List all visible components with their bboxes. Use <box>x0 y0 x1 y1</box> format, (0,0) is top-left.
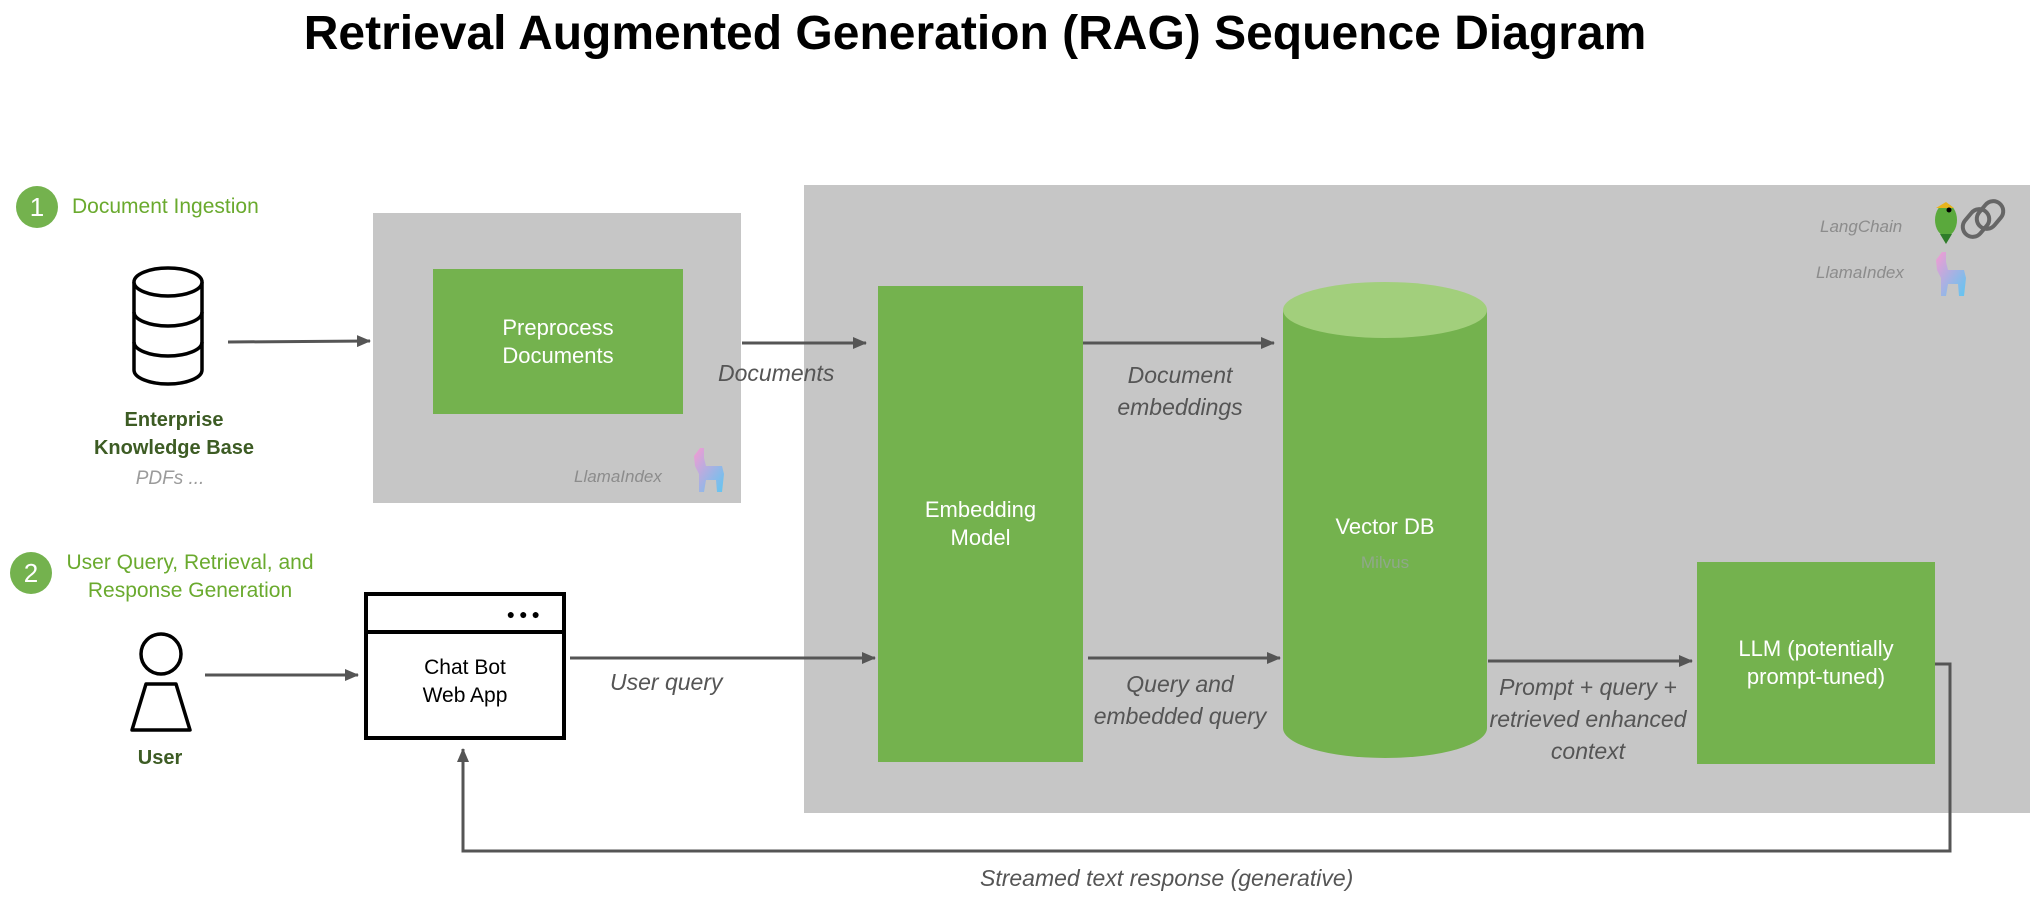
llm-box: LLM (potentially prompt-tuned) <box>1697 562 1935 764</box>
edge-label-documents: Documents <box>718 360 835 386</box>
database-icon <box>130 264 206 390</box>
step-1-label: Document Ingestion <box>72 195 259 218</box>
vector-db-sublabel: Milvus <box>1360 553 1410 572</box>
step-1-badge: 1 <box>16 186 58 228</box>
langchain-logo-icon <box>1924 196 2010 246</box>
step-2-label: User Query, Retrieval, and Response Gene… <box>66 551 314 602</box>
window-titlebar: ●●● <box>368 596 562 634</box>
step-2-badge: 2 <box>10 552 52 594</box>
langchain-label: LangChain <box>1820 217 1903 236</box>
user-label: User <box>137 747 183 769</box>
edge-label-prompt-context: Prompt + query + retrieved enhanced cont… <box>1489 674 1687 764</box>
knowledge-base-sublabel: PDFs ... <box>135 468 205 489</box>
arrow-kb-to-preprocess <box>227 335 371 348</box>
embedding-model-box: Embedding Model <box>878 286 1083 762</box>
arrow-llm-to-chat-response <box>457 662 1952 853</box>
vector-db-cylinder <box>1283 282 1487 758</box>
llamaindex-label-preprocess: LlamaIndex <box>574 467 662 486</box>
llamaindex-label-top: LlamaIndex <box>1816 263 1904 282</box>
edge-label-query-embedded: Query and embedded query <box>1093 671 1267 729</box>
chat-bot-web-app-window: ●●● Chat Bot Web App <box>364 592 566 740</box>
user-icon <box>128 632 194 734</box>
edge-label-streamed-response: Streamed text response (generative) <box>980 865 1354 891</box>
llamaindex-logo-icon <box>686 446 728 494</box>
window-dots-icon: ●●● <box>506 606 544 622</box>
vector-db-label: Vector DB <box>1335 514 1435 539</box>
diagram-title: Retrieval Augmented Generation (RAG) Seq… <box>303 7 1647 60</box>
knowledge-base-label: Enterprise Knowledge Base <box>93 409 255 459</box>
llamaindex-logo-top-icon <box>1928 250 1970 298</box>
preprocess-documents-box: Preprocess Documents <box>433 269 683 414</box>
edge-label-user-query: User query <box>610 669 723 695</box>
chat-bot-label: Chat Bot Web App <box>422 656 508 707</box>
edge-label-document-embeddings: Document embeddings <box>1117 362 1243 420</box>
